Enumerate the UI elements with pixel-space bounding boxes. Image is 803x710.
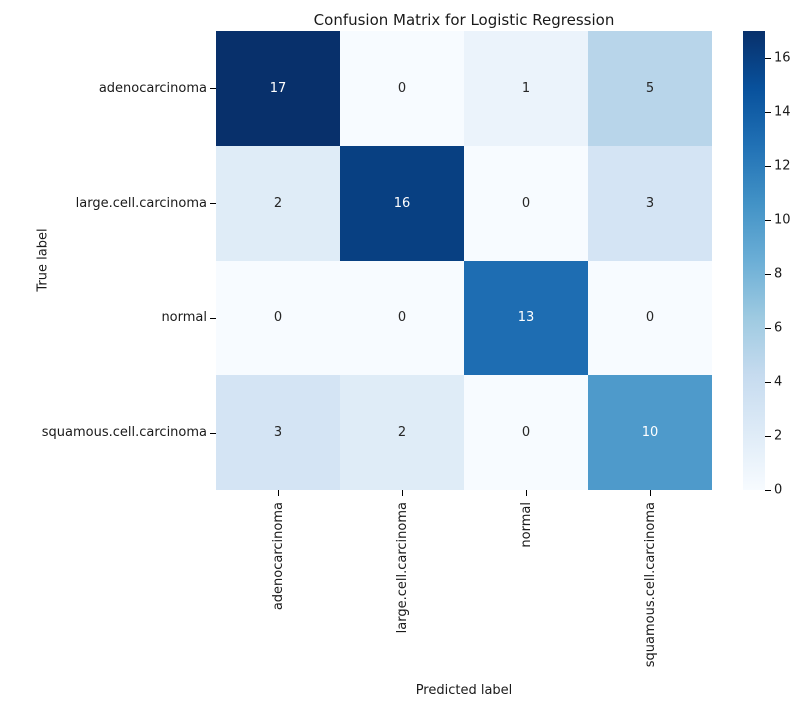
chart-title: Confusion Matrix for Logistic Regression: [313, 11, 615, 29]
cell-value: 2: [397, 425, 407, 441]
colorbar: [743, 31, 765, 490]
heatmap-cell: 1: [464, 31, 588, 146]
cell-value: 2: [273, 195, 283, 211]
heatmap-cell: 0: [464, 375, 588, 490]
colorbar-tick-label: 12: [774, 158, 791, 174]
heatmap-cell: 2: [340, 375, 464, 490]
cell-value: 17: [269, 80, 287, 96]
axis-tick: [765, 436, 771, 437]
heatmap-cell: 13: [464, 260, 588, 376]
x-tick-label: adenocarcinoma: [270, 502, 286, 611]
y-tick-label: normal: [161, 310, 207, 326]
heatmap-cell: 0: [588, 260, 712, 376]
y-tick-label: large.cell.carcinoma: [75, 195, 207, 211]
axis-tick: [765, 382, 771, 383]
colorbar-tick-label: 2: [774, 428, 783, 444]
axis-tick: [526, 490, 527, 496]
heatmap-cell: 0: [216, 260, 340, 376]
axis-tick: [765, 490, 771, 491]
colorbar-tick-label: 16: [774, 50, 791, 66]
axis-tick: [278, 490, 279, 496]
colorbar-tick-label: 8: [774, 266, 783, 282]
heatmap-cell: 0: [340, 31, 464, 146]
y-axis-title: True label: [35, 228, 51, 292]
x-tick-cell: squamous.cell.carcinoma: [588, 502, 712, 687]
axis-tick: [765, 112, 771, 113]
heatmap-cell: 5: [588, 31, 712, 146]
x-tick-cell: adenocarcinoma: [216, 502, 340, 687]
x-tick-label: large.cell.carcinoma: [394, 502, 410, 634]
cell-value: 1: [521, 80, 531, 96]
x-axis-title: Predicted label: [415, 683, 513, 698]
cell-value: 3: [645, 195, 655, 211]
colorbar-tick-label: 10: [774, 212, 791, 228]
y-tick-label: adenocarcinoma: [98, 80, 207, 96]
axis-tick: [210, 203, 216, 205]
heatmap-cell: 0: [340, 260, 464, 376]
cell-value: 3: [273, 425, 283, 441]
heatmap-cell: 2: [216, 145, 340, 261]
x-axis-tick-labels: adenocarcinoma large.cell.carcinoma normal…: [216, 502, 712, 687]
axis-tick: [210, 432, 216, 434]
heatmap-cell: 17: [216, 31, 340, 146]
heatmap-grid: 17 0 1 5 2 16 0 3 0 0 13 0 3 2 0 10: [216, 31, 712, 490]
colorbar-tick-label: 4: [774, 374, 783, 390]
axis-tick: [210, 317, 216, 319]
cell-value: 0: [521, 195, 531, 211]
y-tick-label: squamous.cell.carcinoma: [41, 425, 207, 441]
heatmap-cell: 10: [588, 375, 712, 490]
heatmap-cell: 3: [588, 145, 712, 261]
cell-value: 0: [521, 425, 531, 441]
heatmap-cell: 3: [216, 375, 340, 490]
cell-value: 10: [641, 425, 659, 441]
axis-tick: [650, 490, 651, 496]
y-axis-tick-labels: adenocarcinoma large.cell.carcinoma normal…: [0, 31, 207, 490]
cell-value: 0: [397, 310, 407, 326]
cell-value: 13: [517, 310, 535, 326]
cell-value: 5: [645, 80, 655, 96]
axis-tick: [765, 220, 771, 221]
cell-value: 0: [645, 310, 655, 326]
heatmap-cell: 16: [340, 145, 464, 261]
heatmap-cell: 0: [464, 145, 588, 261]
x-tick-label: normal: [518, 502, 534, 548]
cell-value: 0: [273, 310, 283, 326]
axis-tick: [765, 166, 771, 167]
x-tick-label: squamous.cell.carcinoma: [642, 502, 658, 668]
axis-tick: [765, 58, 771, 59]
axis-tick: [765, 274, 771, 275]
cell-value: 16: [393, 195, 411, 211]
cell-value: 0: [397, 80, 407, 96]
x-tick-cell: normal: [464, 502, 588, 687]
axis-tick: [765, 328, 771, 329]
colorbar-tick-label: 14: [774, 104, 791, 120]
colorbar-tick-label: 0: [774, 482, 783, 498]
axis-tick: [210, 88, 216, 90]
x-tick-cell: large.cell.carcinoma: [340, 502, 464, 687]
axis-tick: [402, 490, 403, 496]
colorbar-tick-label: 6: [774, 320, 783, 336]
